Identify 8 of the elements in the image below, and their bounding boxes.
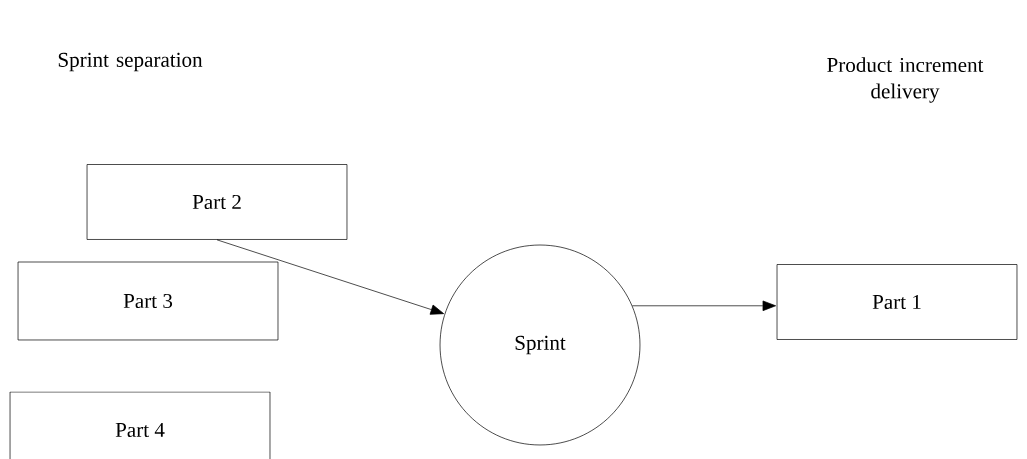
process-box: Part 1 [776, 264, 1018, 340]
arrow [216, 239, 444, 315]
process-box: Part 4 [9, 391, 271, 459]
process-box: Part 2 [86, 164, 348, 240]
column-heading: Sprint separation [58, 52, 203, 72]
column-heading: Product increment delivery [827, 57, 984, 103]
process-box: Part 3 [17, 261, 279, 341]
arrow [632, 300, 777, 311]
